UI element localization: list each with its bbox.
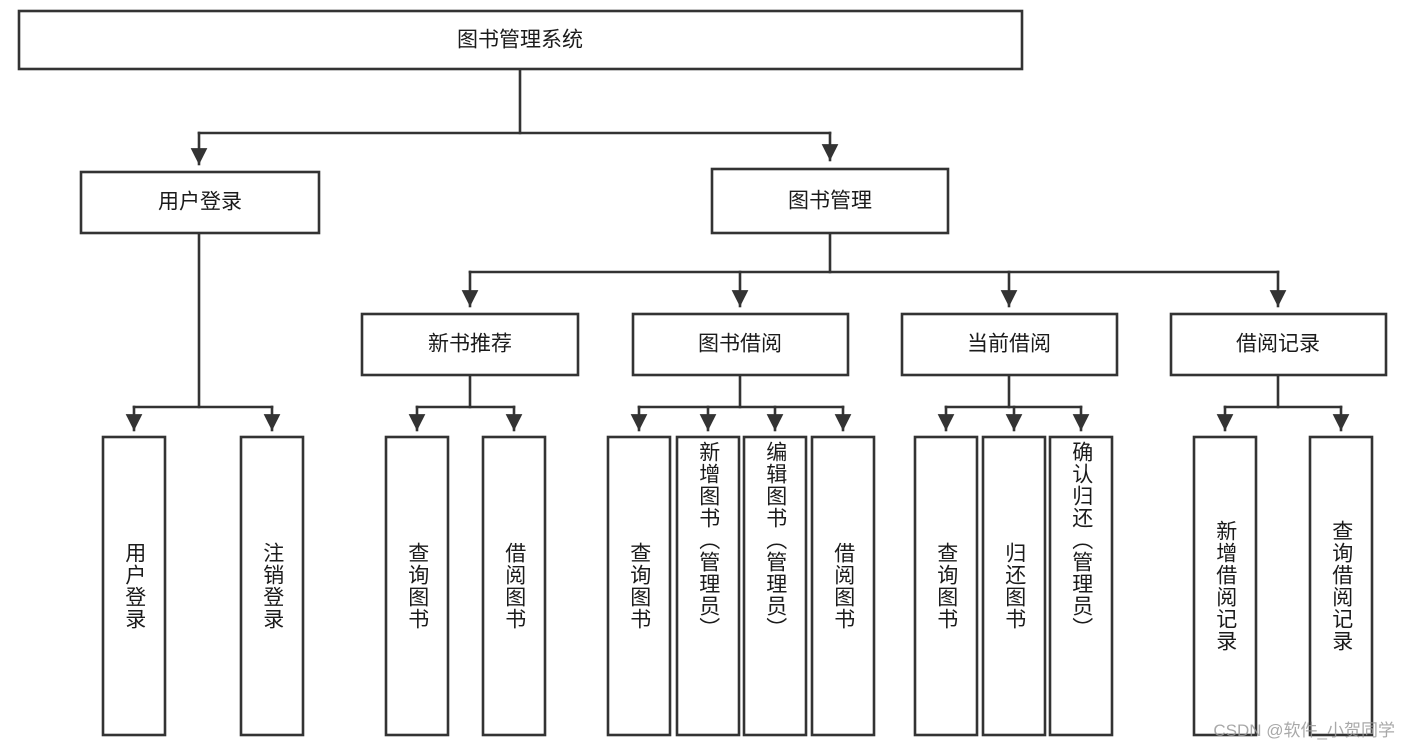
node-borrow-record[interactable]: 借阅记录	[1169, 312, 1388, 377]
node-leaf-query-record-box[interactable]	[1308, 435, 1374, 737]
node-root-label: 图书管理系统	[457, 29, 583, 52]
node-root-box[interactable]	[17, 9, 1024, 71]
node-book-manage-box[interactable]	[710, 167, 950, 235]
node-book-manage-label: 图书管理	[788, 190, 872, 213]
node-leaf-add-record-box[interactable]	[1192, 435, 1258, 737]
node-borrow-record-label: 借阅记录	[1236, 333, 1320, 356]
node-leaf-add-book-box[interactable]	[675, 435, 741, 737]
node-leaf-confirm-return-box[interactable]	[1048, 435, 1114, 737]
node-root[interactable]: 图书管理系统	[17, 9, 1024, 71]
node-leaf-edit-book-box[interactable]	[742, 435, 808, 737]
csdn-watermark: CSDN @软件_小贺同学	[1213, 721, 1395, 740]
edges-book-borrow-to-leaves	[630, 373, 852, 432]
node-leaf-user-login-box[interactable]	[101, 435, 167, 737]
edges-borrow-record-to-leaves	[1216, 373, 1350, 432]
node-user-login-label: 用户登录	[158, 191, 242, 214]
edges-new-book-rec-to-leaves	[408, 373, 523, 432]
node-book-manage[interactable]: 图书管理	[710, 167, 950, 235]
node-book-borrow-label: 图书借阅	[698, 333, 782, 356]
node-new-book-rec-box[interactable]	[360, 312, 580, 377]
node-leaf-borrow-book-2-box[interactable]	[810, 435, 876, 737]
node-leaf-query-book-1-box[interactable]	[384, 435, 450, 737]
node-current-borrow[interactable]: 当前借阅	[900, 312, 1119, 377]
node-user-login[interactable]: 用户登录	[79, 170, 321, 235]
edges-book-manage-to-level3	[461, 231, 1287, 308]
node-leaf-query-book-2-box[interactable]	[606, 435, 672, 737]
node-borrow-record-box[interactable]	[1169, 312, 1388, 377]
node-new-book-rec-label: 新书推荐	[428, 333, 512, 356]
node-new-book-rec[interactable]: 新书推荐	[360, 312, 580, 377]
node-leaf-return-book-box[interactable]	[981, 435, 1047, 737]
node-leaf-borrow-book-1-box[interactable]	[481, 435, 547, 737]
node-leaf-user-logout-box[interactable]	[239, 435, 305, 737]
node-current-borrow-label: 当前借阅	[967, 333, 1051, 356]
node-book-borrow-box[interactable]	[631, 312, 850, 377]
edges-user-login-to-leaves	[125, 231, 281, 432]
node-user-login-box[interactable]	[79, 170, 321, 235]
node-current-borrow-box[interactable]	[900, 312, 1119, 377]
leaf-boxes	[101, 435, 1374, 737]
edges-current-borrow-to-leaves	[937, 373, 1090, 432]
node-leaf-query-book-3-box[interactable]	[913, 435, 979, 737]
edges-root-to-level2	[190, 67, 839, 166]
node-book-borrow[interactable]: 图书借阅	[631, 312, 850, 377]
